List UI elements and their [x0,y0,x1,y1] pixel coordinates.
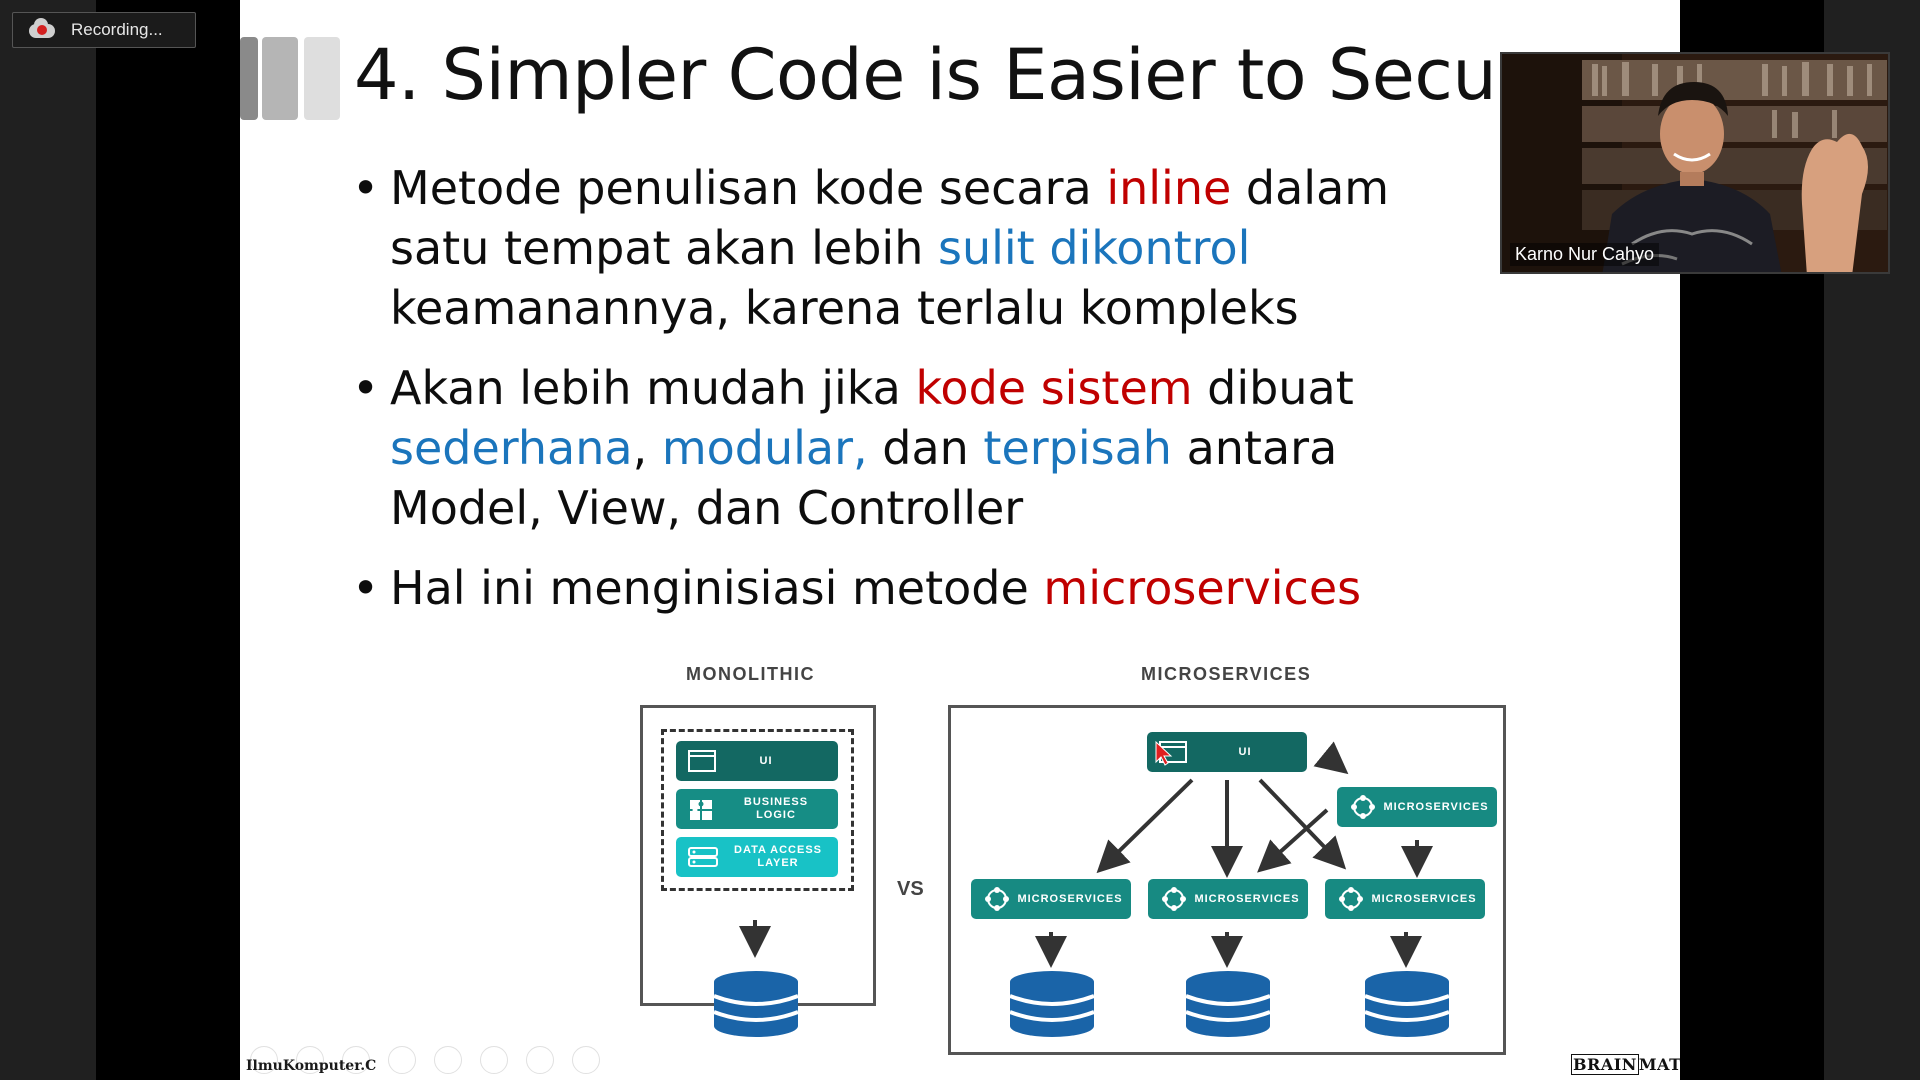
monolithic-app-boundary [661,729,854,891]
network-icon [1162,887,1186,911]
brainmatics-logo: BRAINMATICS [1571,1054,1680,1075]
bullet-segment: Akan lebih mudah jika [390,361,916,415]
slides-overview-icon[interactable] [388,1046,416,1074]
recording-cloud-icon [29,18,55,40]
recording-indicator[interactable]: Recording... [12,12,196,48]
microservice-tile: MICROSERVICES [1148,879,1308,919]
bullet-item: •Metode penulisan kode secara inline dal… [352,161,1390,335]
shared-slide: 4. Simpler Code is Easier to Secure •Met… [240,0,1680,1080]
server-icon [688,847,718,867]
bullet-segment: sulit dikontrol [937,221,1251,275]
brainmatics-logo-suffix: MATICS [1638,1055,1680,1074]
puzzle-icon [690,800,712,820]
bullet-item: •Hal ini menginisiasi metode microservic… [352,561,1362,615]
microservice-label: MICROSERVICES [1383,800,1489,813]
data-access-layer-tile: DATA ACCESS LAYER [676,837,838,877]
microservice-label: MICROSERVICES [1371,892,1477,905]
mouse-cursor-icon [1155,740,1173,766]
title-decoration-bar [240,37,258,120]
ui-layer-tile: UI [676,741,838,781]
arrow-icon [1258,778,1347,870]
more-options-icon[interactable] [572,1046,600,1074]
brainmatics-logo-prefix: BRAIN [1571,1054,1639,1075]
zoom-icon[interactable] [434,1046,462,1074]
bullet-text: Akan lebih mudah jika kode sistem dibuat… [390,361,1354,535]
bullet-segment: sederhana [390,421,633,475]
microservice-label: MICROSERVICES [1194,892,1300,905]
data-access-layer-label: DATA ACCESS LAYER [734,844,822,869]
bullet-segment: dibuat [1192,361,1354,415]
recording-label: Recording... [71,20,163,39]
bullet-segment: Metode penulisan kode secara [390,161,1107,215]
bullet-item: •Akan lebih mudah jika kode sistem dibua… [352,361,1354,535]
monolithic-label: MONOLITHIC [686,664,815,684]
settings-icon[interactable] [526,1046,554,1074]
title-decoration-bar [262,37,298,120]
microservice-tile: MICROSERVICES [971,879,1131,919]
microservice-tile: MICROSERVICES [1337,787,1497,827]
architecture-diagram: MONOLITHIC MICROSERVICES UI BUSINESS LOG… [390,650,1520,1070]
ui-client-label: UI [1238,745,1252,758]
ilmukomputer-logo: IlmuKomputer.C [246,1058,377,1074]
participant-video-tile[interactable]: Karno Nur Cahyo [1500,52,1890,274]
vs-label: VS [897,878,924,900]
bullet-segment: inline [1106,161,1232,215]
next-slide-icon[interactable] [296,1046,324,1074]
database-icon [1364,971,1450,1037]
business-logic-label: BUSINESS LOGIC [743,796,809,821]
arrow-icon [1257,808,1329,873]
slide-navigation-controls[interactable] [250,1046,600,1074]
bullet-segment: terpisah [983,421,1172,475]
ui-client-tile: UI [1147,732,1307,772]
business-logic-tile: BUSINESS LOGIC [676,789,838,829]
network-icon [985,887,1009,911]
pen-icon[interactable] [342,1046,370,1074]
arrow-icon [1313,741,1349,775]
title-decoration-bar [304,37,340,120]
database-icon [713,971,799,1037]
subtitles-icon[interactable] [480,1046,508,1074]
network-icon [1339,887,1363,911]
bullet-segment: modular, [661,421,868,475]
left-letterbox [96,0,240,1080]
participant-name: Karno Nur Cahyo [1510,243,1660,266]
bullet-text: Metode penulisan kode secara inline dala… [390,161,1389,335]
bullet-segment: microservices [1043,561,1362,615]
arrow-icon [1096,778,1194,874]
network-icon [1351,795,1375,819]
bullet-segment: antara Model, View, dan Controller [390,421,1338,535]
database-icon [1185,971,1271,1037]
participant-video-feed [1502,54,1888,272]
microservice-label: MICROSERVICES [1017,892,1123,905]
bullet-text: Hal ini menginisiasi metode microservice… [390,561,1361,615]
bullet-list: •Metode penulisan kode secara inline dal… [352,158,1432,638]
bullet-segment: kode sistem [915,361,1193,415]
microservices-label: MICROSERVICES [1141,664,1312,684]
window-icon [688,750,716,772]
bullet-segment: , [632,421,662,475]
bullet-segment: dan [867,421,984,475]
bullet-segment: Hal ini menginisiasi metode [390,561,1044,615]
diagram-arrows-and-databases [713,740,1450,1037]
database-icon [1009,971,1095,1037]
microservice-tile: MICROSERVICES [1325,879,1485,919]
bullet-segment: keamanannya, karena terlalu kompleks [390,281,1299,335]
previous-slide-icon[interactable] [250,1046,278,1074]
left-panel-background [0,0,96,1080]
ui-layer-label: UI [759,754,773,767]
bullet-segment: dalam satu tempat akan lebih [390,161,1390,275]
slide-title: 4. Simpler Code is Easier to Secure [354,34,1566,116]
